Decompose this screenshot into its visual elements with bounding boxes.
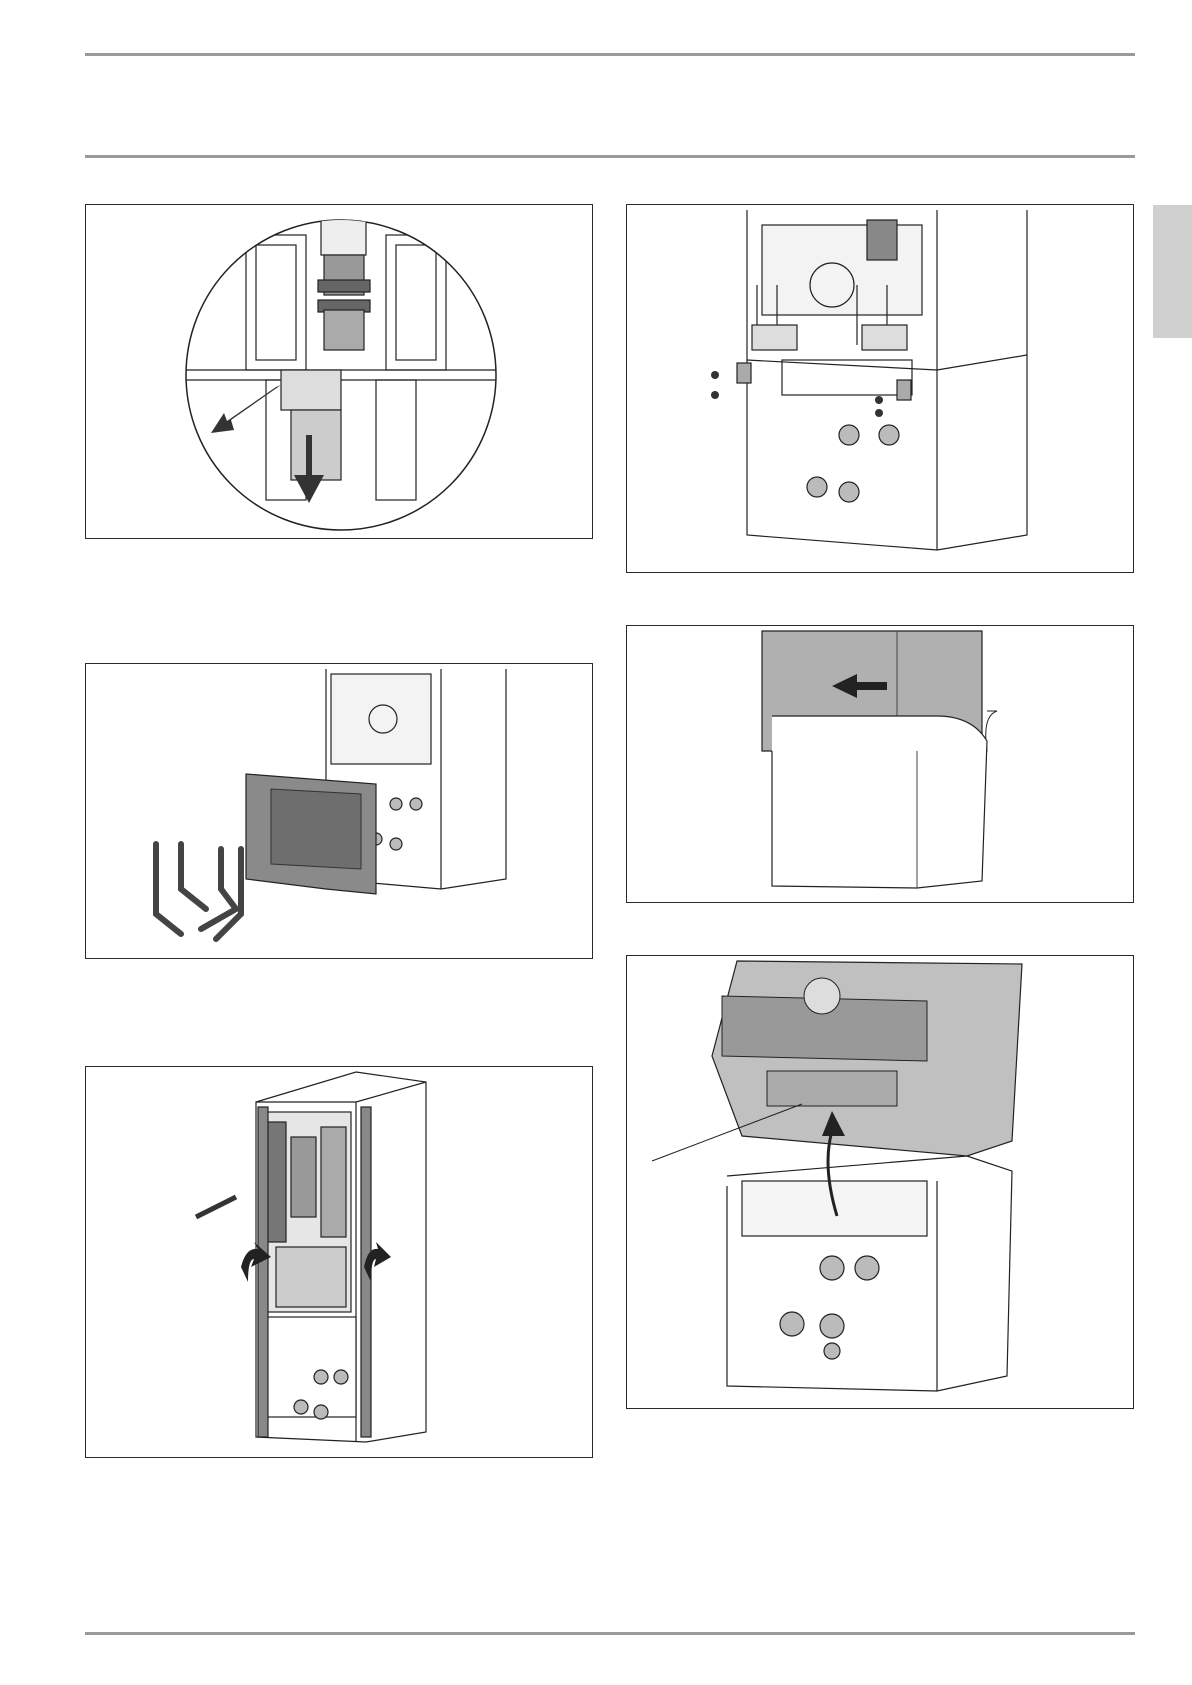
side-panel-removal-icon (86, 1067, 593, 1458)
lift-module-icon (627, 956, 1134, 1409)
pipe-module-icon (86, 664, 593, 959)
header-rule-bottom (85, 155, 1135, 158)
figure-unit-side-panels (85, 1066, 593, 1458)
figure-cover-slide (626, 625, 1134, 903)
chapter-tab (1153, 205, 1192, 338)
footer-rule (85, 1632, 1135, 1635)
figure-pipe-module (85, 663, 593, 959)
header-rule-top (85, 53, 1135, 56)
mounting-bracket-icon (627, 205, 1134, 573)
figure-lift-module (626, 955, 1134, 1409)
figure-bracket-screws (626, 204, 1134, 573)
cover-slide-icon (627, 626, 1134, 903)
pipe-coupling-detail-icon (86, 205, 593, 539)
figure-coupling-removal (85, 204, 593, 539)
